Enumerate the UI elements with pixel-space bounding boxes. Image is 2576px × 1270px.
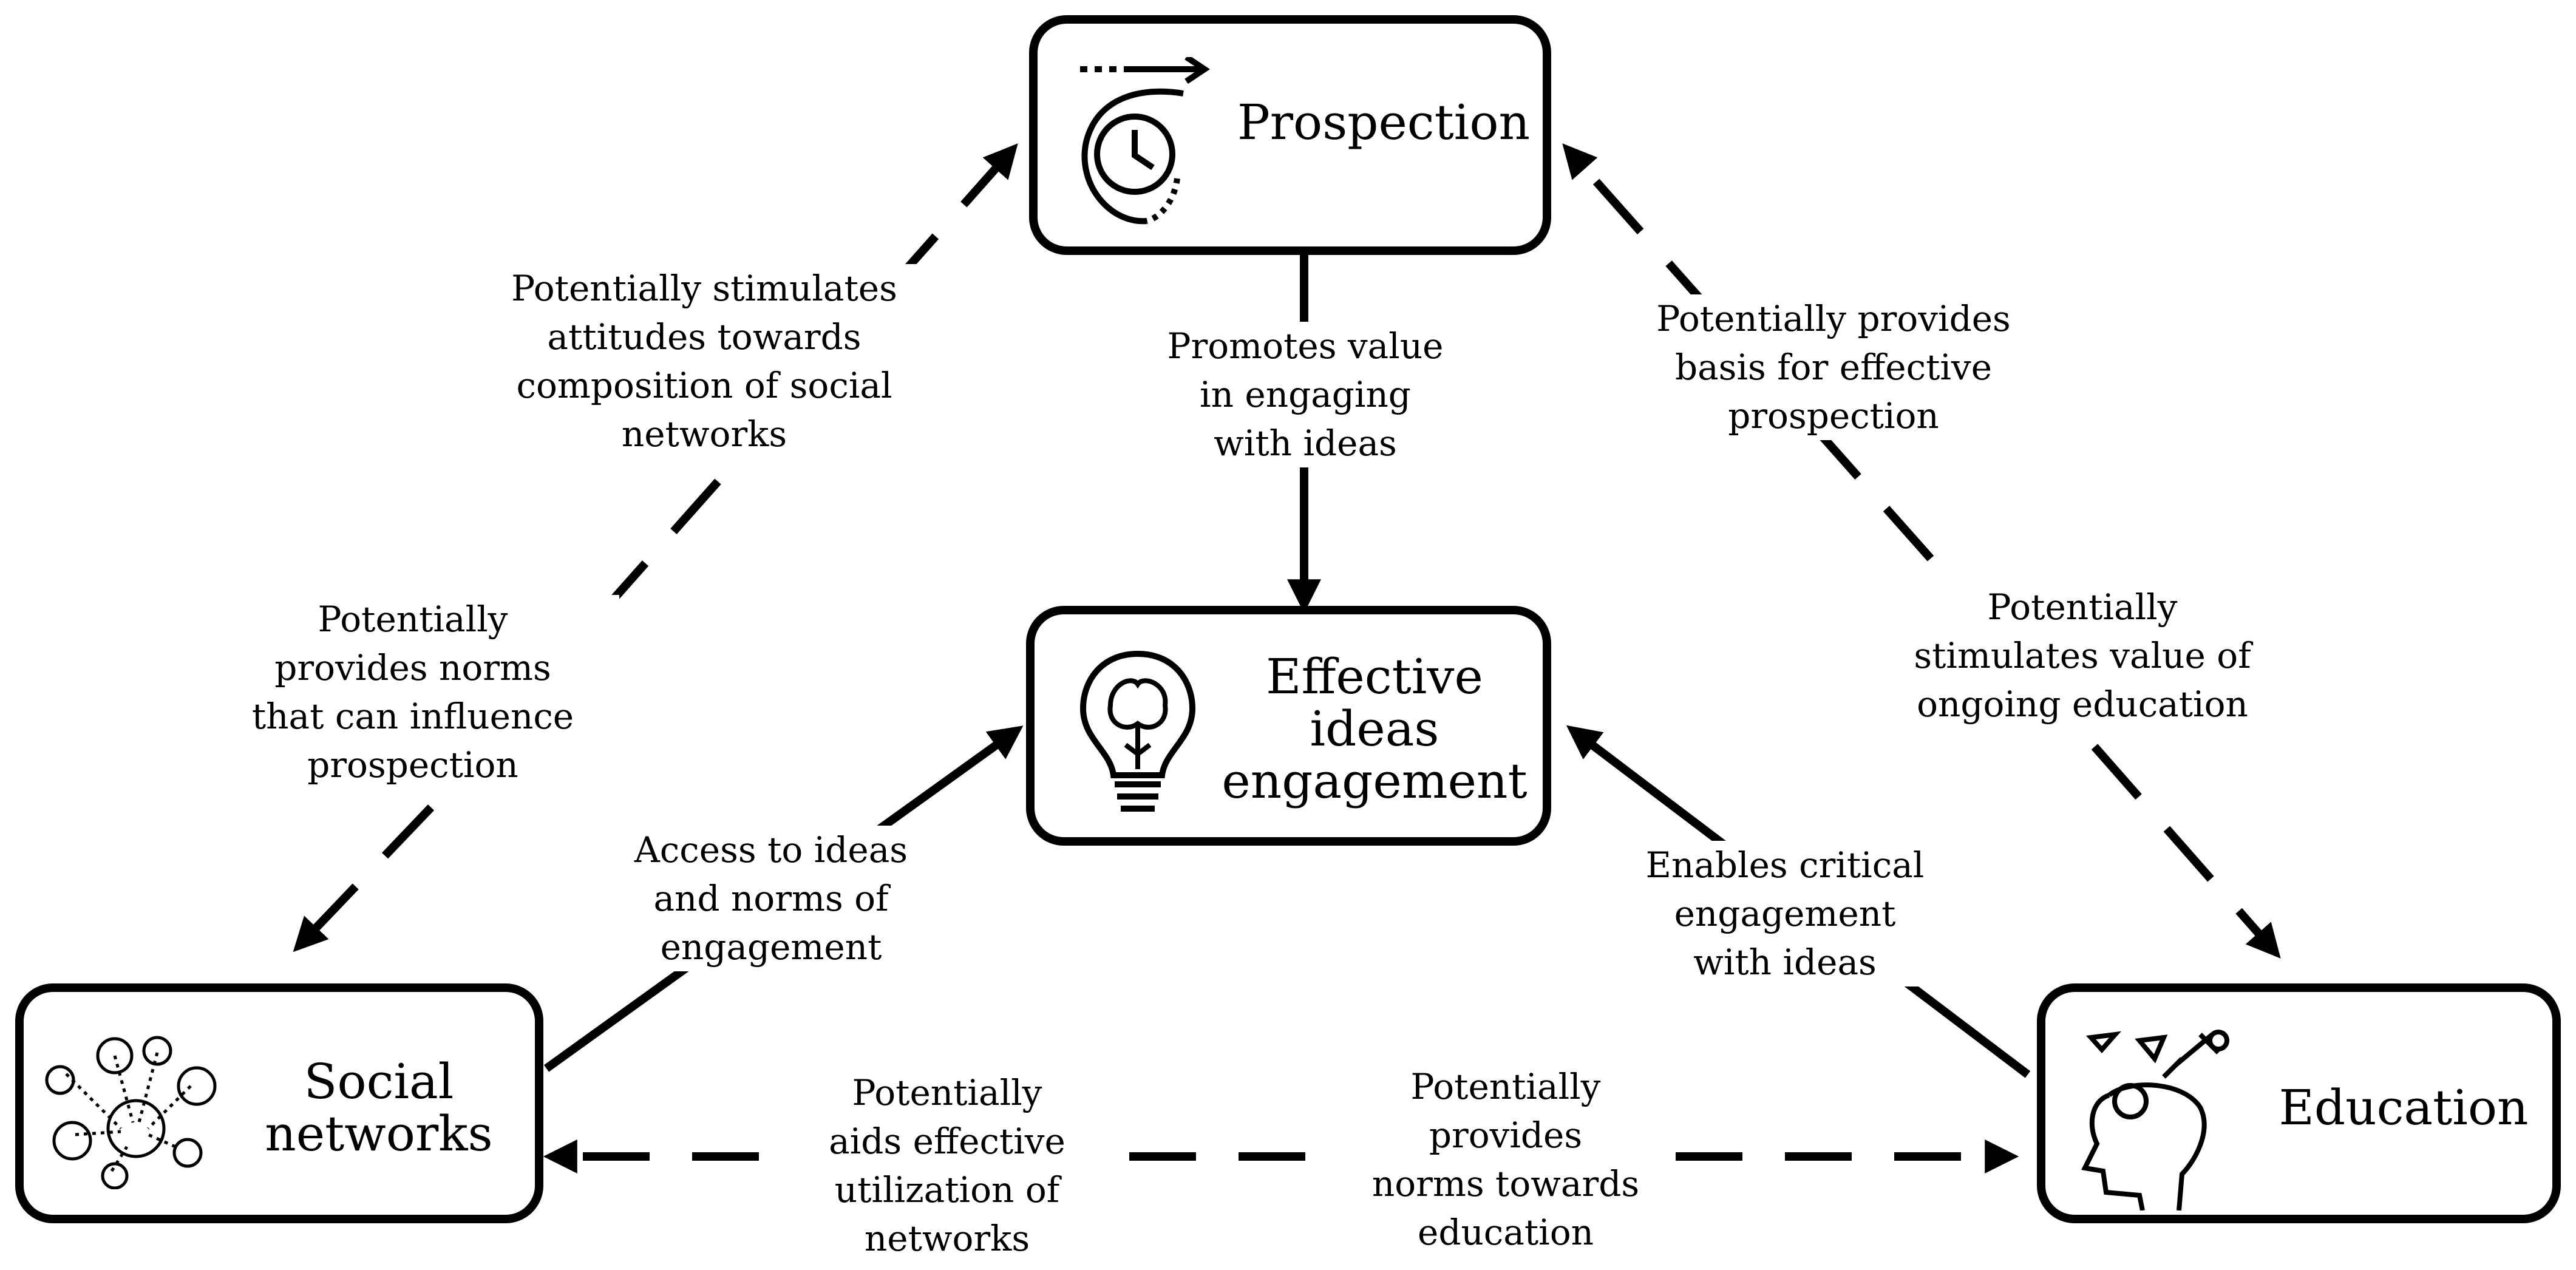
label-line: networks [621,413,787,455]
arrow-prospection-to-social [293,804,435,953]
social-title: Social networks [233,1056,525,1160]
label-line: basis for effective [1674,347,1993,388]
label-line: in engaging [1200,374,1411,415]
node-prospection: Prospection [1029,15,1551,255]
label-line: that can influence [251,696,574,737]
label-line: with ideas [1693,942,1877,983]
social-title-line-1: Social [304,1053,454,1110]
effective-title-line-2: ideas [1310,701,1439,757]
label-line: and norms of [653,878,889,919]
label-prospection-to-social-attitudes: Potentially stimulates attitudes towards… [492,264,917,458]
label-line: stimulates value of [1914,635,2251,676]
label-education-to-prospection: Potentially provides basis for effective… [1639,294,2028,440]
social-title-line-2: networks [265,1105,493,1162]
node-effective-ideas-engagement: Effective ideas engagement [1026,606,1551,846]
label-education-to-social: Potentially aids effective utilization o… [771,1068,1123,1263]
label-line: Potentially [318,599,508,640]
label-line: provides [1429,1115,1583,1156]
label-line: provides norms [274,647,551,688]
head-ideas-icon [2081,1030,2229,1211]
effective-title-line-3: engagement [1222,753,1528,809]
label-line: attitudes towards [547,316,861,358]
label-line: engagement [1674,893,1896,934]
node-education: Education [2037,983,2561,1223]
label-line: Potentially provides [1656,298,2011,339]
label-line: with ideas [1214,423,1397,464]
label-prospection-to-effective: Promotes value in engaging with ideas [1147,322,1463,467]
label-line: norms towards [1371,1163,1640,1204]
label-line: Potentially [852,1072,1042,1113]
label-line: Enables critical [1645,844,1925,886]
label-line: Promotes value [1167,325,1444,367]
label-education-to-effective: Enables critical engagement with ideas [1615,841,1955,986]
label-line: ongoing education [1917,684,2248,725]
label-line: Potentially stimulates [511,268,897,309]
label-line: networks [864,1218,1030,1259]
label-line: aids effective [829,1121,1065,1162]
prospection-title: Prospection [1237,94,1531,151]
label-social-to-effective: Access to ideas and norms of engagement [607,826,935,971]
label-line: prospection [1728,395,1939,436]
label-social-to-prospection: Potentially provides norms that can infl… [206,595,619,789]
label-line: Access to ideas [634,829,908,871]
label-line: Potentially [1410,1066,1601,1107]
arrow-prospection-to-education [2091,744,2281,959]
label-line: Potentially [1987,586,2178,628]
label-line: composition of social [516,365,892,406]
label-prospection-to-education: Potentially stimulates value of ongoing … [1882,583,2283,728]
label-social-to-education: Potentially provides norms towards educa… [1336,1062,1676,1257]
label-line: engagement [660,926,882,968]
label-line: education [1418,1212,1594,1253]
effective-title: Effective ideas engagement [1205,651,1545,807]
effective-title-line-1: Effective [1266,648,1483,705]
label-line: utilization of [834,1169,1060,1211]
node-social-networks: Social networks [15,983,543,1223]
people-network-icon [45,1036,217,1189]
clock-arrow-icon [1080,57,1211,225]
lightbulb-brain-icon [1079,650,1196,812]
label-line: prospection [307,744,518,786]
education-title: Education [2279,1079,2529,1136]
